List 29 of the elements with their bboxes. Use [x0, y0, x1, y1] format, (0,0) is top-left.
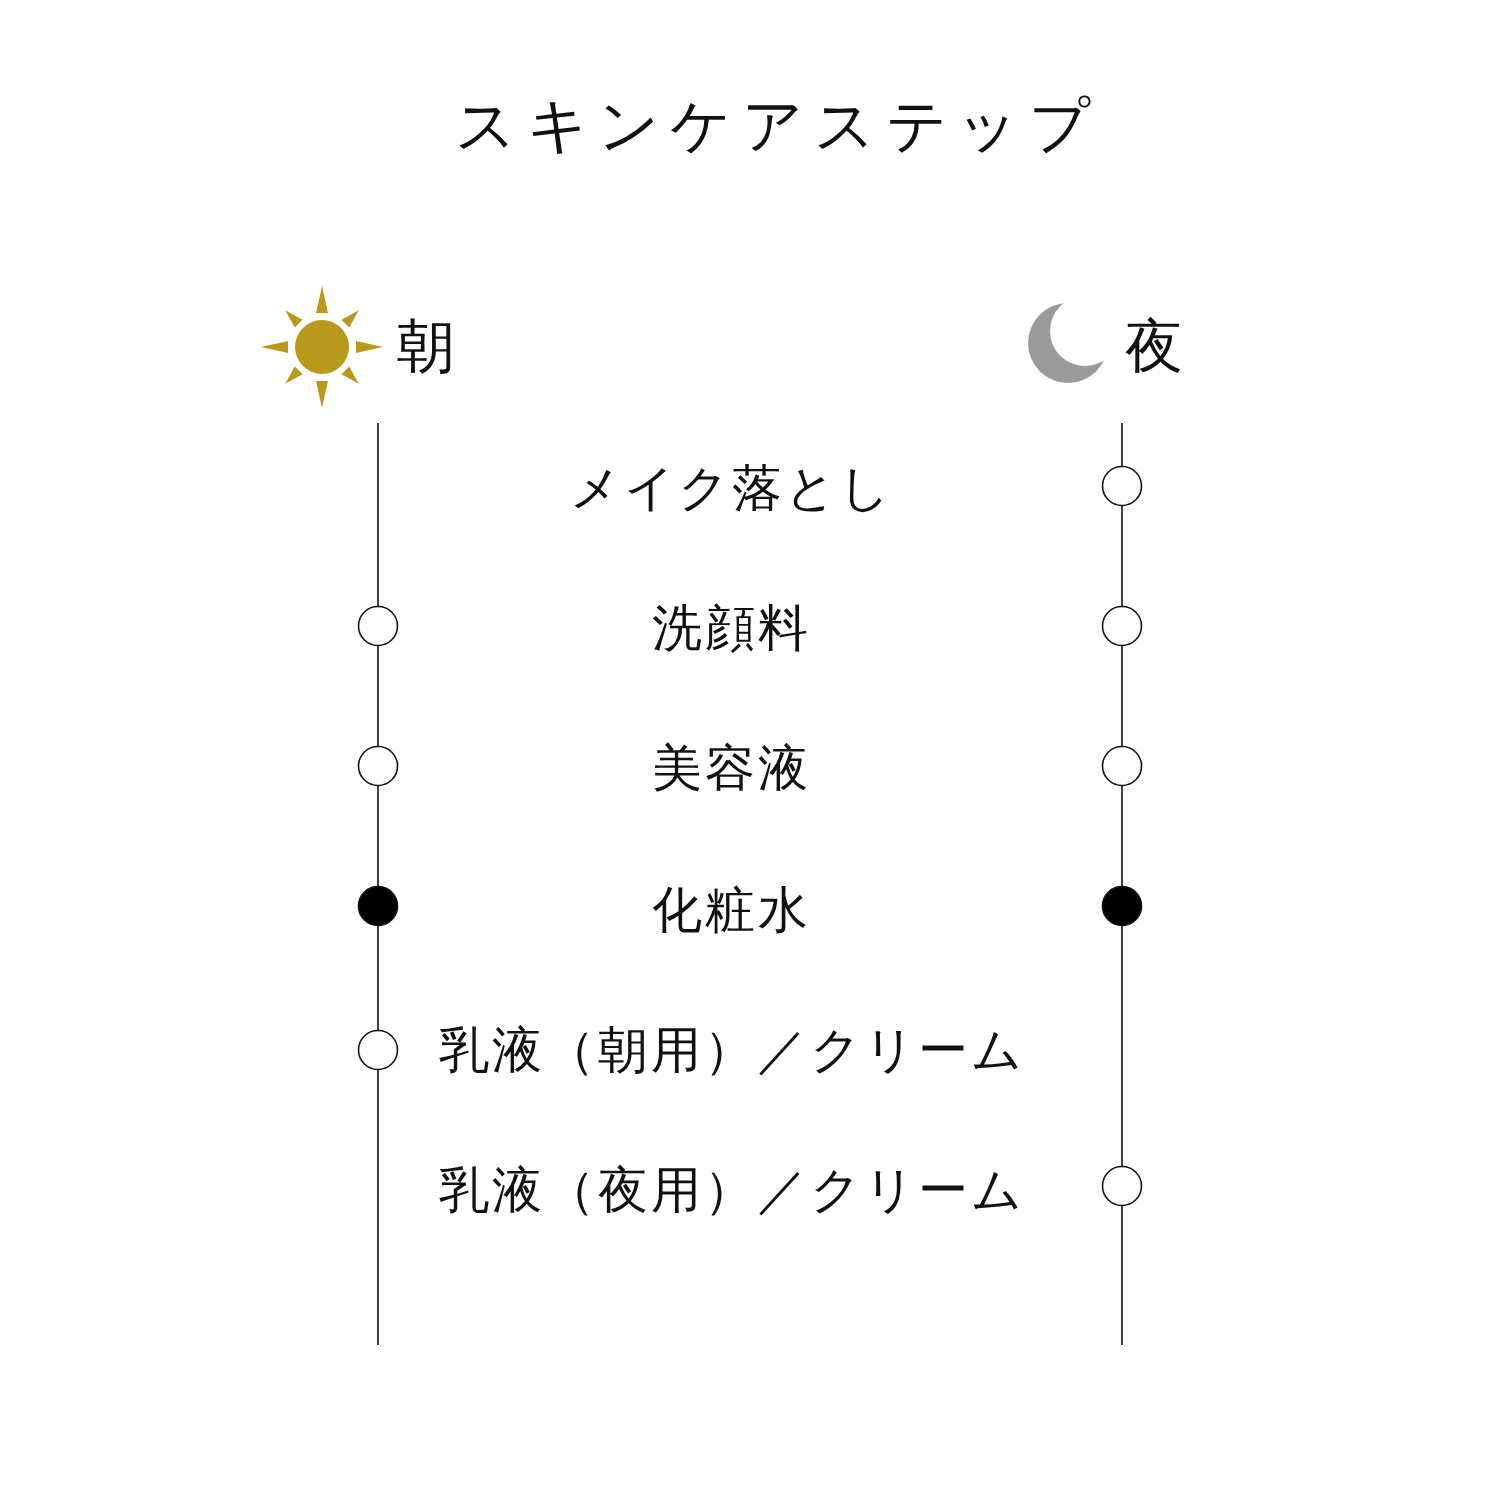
timeline-line	[377, 924, 379, 1032]
circle-marker	[357, 745, 399, 787]
column-heading: 朝	[397, 312, 455, 382]
timeline-line	[377, 422, 379, 608]
circle-marker	[357, 1029, 399, 1071]
step-label: 美容液	[651, 738, 811, 798]
title: スキンケアステップ	[454, 89, 1102, 161]
circle-marker	[1101, 1165, 1143, 1207]
timeline-line	[1121, 504, 1123, 608]
column-heading: 夜	[1125, 312, 1183, 382]
timeline-line	[377, 1068, 379, 1346]
step-label: 乳液（夜用）／クリーム	[437, 1160, 1025, 1220]
circle-marker	[357, 605, 399, 647]
timeline-line	[377, 644, 379, 748]
circle-marker	[1101, 605, 1143, 647]
circle-marker	[1101, 465, 1143, 507]
step-label: 化粧水	[651, 880, 811, 940]
circle-marker	[1101, 885, 1143, 927]
step-label: 乳液（朝用）／クリーム	[437, 1020, 1025, 1080]
timeline-line	[1121, 784, 1123, 888]
timeline-line	[377, 784, 379, 888]
circle-marker	[1101, 745, 1143, 787]
timeline-line	[1121, 644, 1123, 748]
circle-marker	[357, 885, 399, 927]
step-label: メイク落とし	[569, 458, 893, 518]
step-label: 洗顔料	[651, 598, 811, 658]
timeline-line	[1121, 1204, 1123, 1346]
timeline-line	[1121, 422, 1123, 468]
timeline-line	[1121, 924, 1123, 1168]
